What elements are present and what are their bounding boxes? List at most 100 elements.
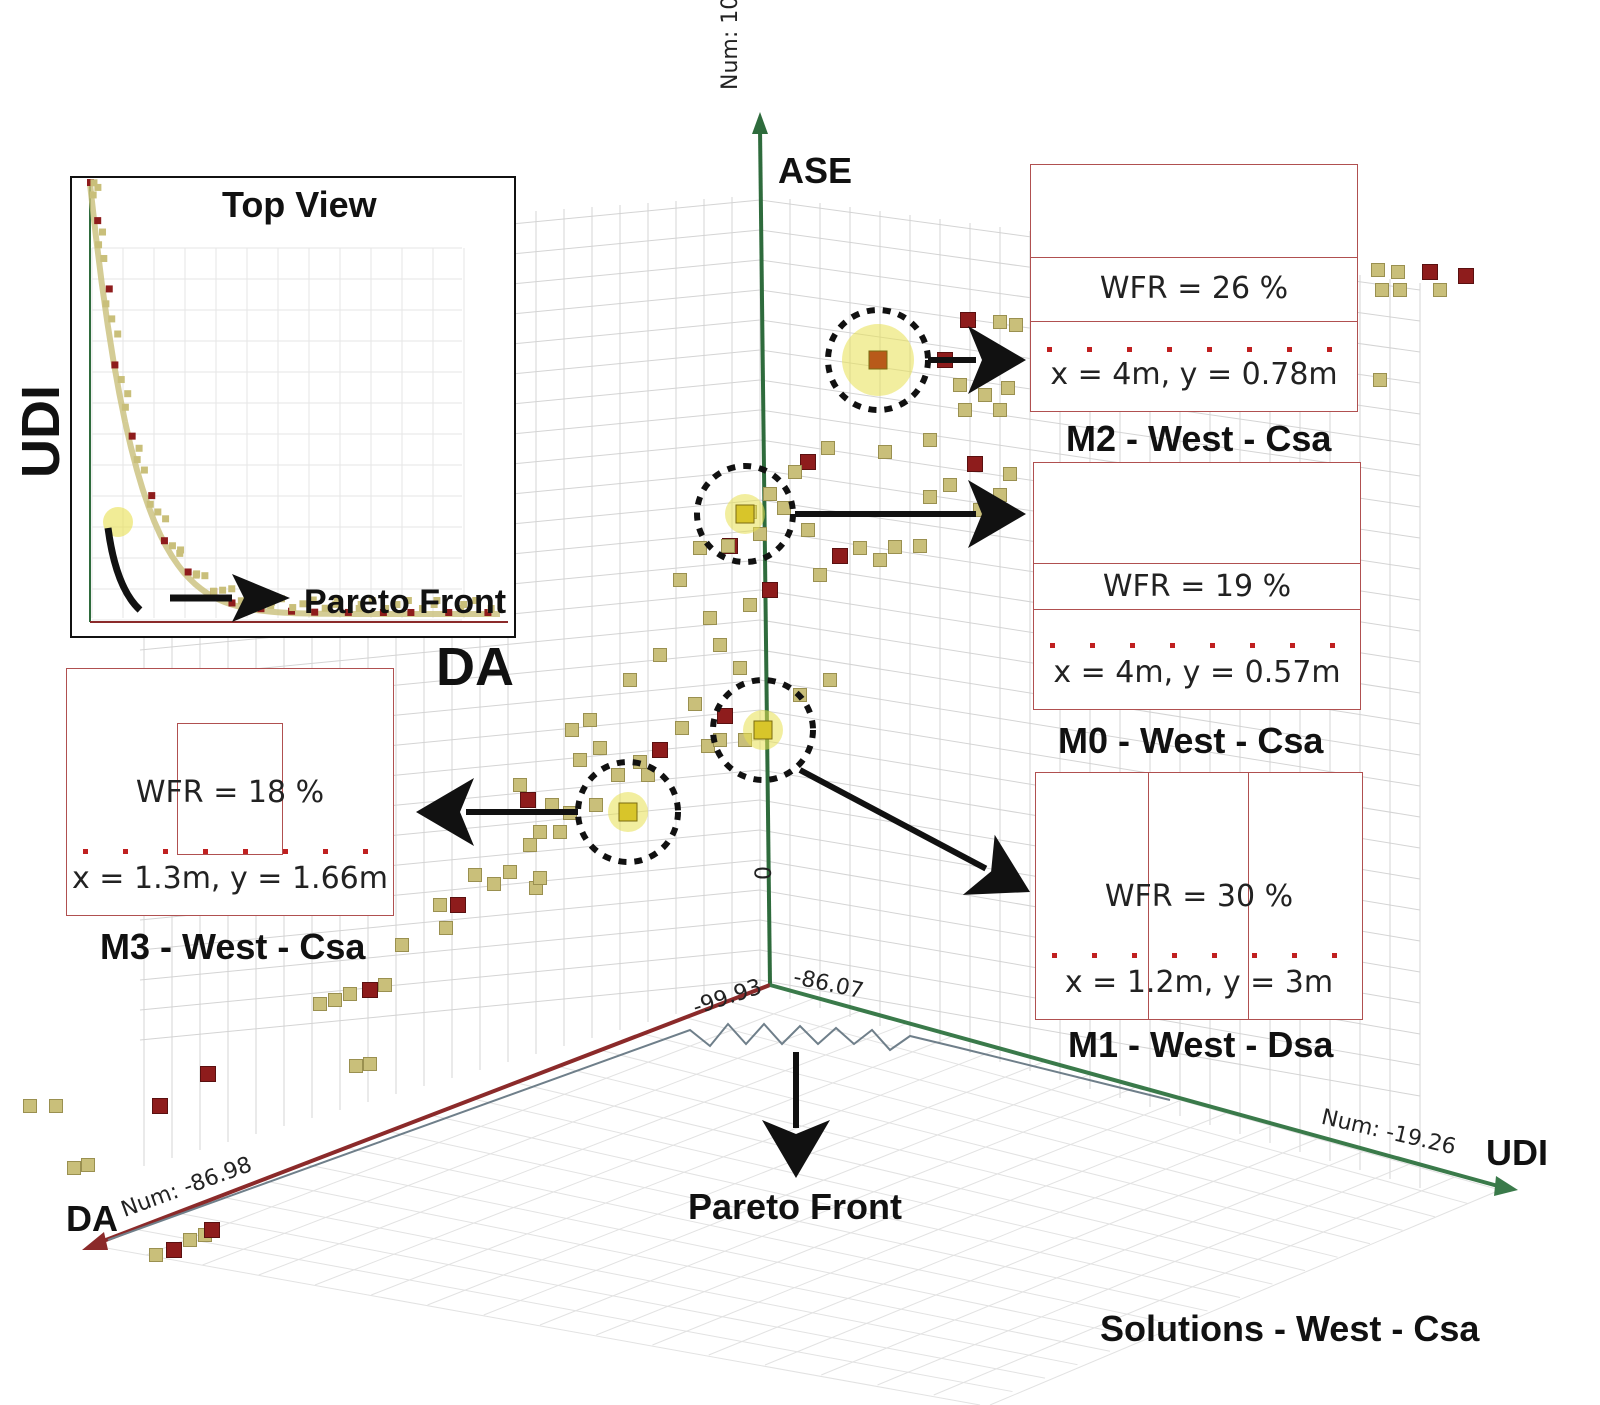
m0-arrow-head <box>968 480 1026 548</box>
inset-point <box>288 607 296 615</box>
m3-marks <box>77 849 383 855</box>
data-point <box>832 548 848 564</box>
m2-arrow-head <box>968 326 1026 394</box>
card-mark <box>323 849 328 854</box>
grid-line <box>139 979 761 1041</box>
data-point <box>853 541 867 555</box>
inset-point <box>154 508 162 516</box>
data-point <box>653 648 667 662</box>
inset-point <box>146 500 154 508</box>
data-point <box>800 454 816 470</box>
data-point <box>589 798 603 812</box>
card-mark <box>1092 953 1097 958</box>
inset-point <box>357 600 365 608</box>
inset-point <box>228 585 236 593</box>
card-mark <box>83 849 88 854</box>
inset-point <box>105 285 113 293</box>
grid-line <box>89 1244 981 1405</box>
data-point <box>583 713 597 727</box>
data-point <box>565 723 579 737</box>
inset-point <box>99 228 107 236</box>
grid-line <box>174 1212 1046 1379</box>
data-point <box>1391 265 1405 279</box>
grid-line <box>139 919 761 981</box>
grid-line <box>217 1195 1078 1366</box>
data-point <box>200 1066 216 1082</box>
data-point <box>763 487 777 501</box>
grid-line <box>429 1114 1241 1298</box>
grid-line <box>387 1130 1208 1312</box>
inset-point <box>102 300 110 308</box>
m1-point <box>753 720 773 740</box>
m3-arrow-head <box>416 778 474 846</box>
inset-point <box>168 542 176 550</box>
inset-point <box>228 599 236 607</box>
m1-dims: x = 1.2m, y = 3m <box>1064 965 1334 1000</box>
inset-point <box>355 604 363 612</box>
inset-point <box>219 586 227 594</box>
da-axis-line <box>97 983 771 1245</box>
data-point <box>993 403 1007 417</box>
data-point <box>888 540 902 554</box>
inset-point <box>311 608 319 616</box>
m1-arrow-head <box>962 834 1030 895</box>
inset-xlabel: DA <box>436 637 514 697</box>
m0-marks <box>1044 643 1350 649</box>
card-mark <box>1330 643 1335 648</box>
inset-point <box>135 444 143 452</box>
data-point <box>1003 467 1017 481</box>
inset-point <box>201 572 209 580</box>
data-point <box>652 742 668 758</box>
data-point <box>533 871 547 885</box>
inset-point <box>111 361 119 369</box>
data-point <box>717 708 733 724</box>
inset-ylabel: UDI <box>11 385 71 478</box>
m2-marks <box>1041 347 1347 353</box>
inset-point <box>289 604 297 612</box>
grid-line <box>132 1228 1013 1393</box>
da-axis-arrowhead <box>82 1232 108 1250</box>
grid-line <box>539 1087 1136 1326</box>
inset-pareto-label: Pareto Front <box>304 583 507 621</box>
udi-axis-label: UDI <box>1486 1132 1548 1173</box>
data-point <box>503 865 517 879</box>
card-mark <box>283 849 288 854</box>
card-mark <box>1132 953 1137 958</box>
grid-line <box>759 979 1421 1097</box>
data-point <box>523 838 537 852</box>
inset-point <box>334 596 342 604</box>
inset-point <box>192 571 200 579</box>
grid-line <box>764 1138 1318 1366</box>
pareto-front-label: Pareto Front <box>688 1186 903 1227</box>
data-point <box>813 568 827 582</box>
data-point <box>675 721 689 735</box>
grid-line <box>557 1065 1338 1258</box>
grid-line <box>708 1125 1273 1356</box>
m2-solution-card: WFR = 26 % x = 4m, y = 0.78m <box>1030 164 1358 412</box>
data-point <box>1433 283 1447 297</box>
data-point <box>788 465 802 479</box>
grid-line <box>821 1151 1364 1376</box>
data-point <box>23 1099 37 1113</box>
card-mark <box>1167 347 1172 352</box>
data-point <box>183 1233 197 1247</box>
m3-solution-card: WFR = 18 % x = 1.3m, y = 1.66m <box>66 668 394 916</box>
inset-point <box>445 609 453 616</box>
m3-point <box>618 802 638 822</box>
card-mark <box>123 849 128 854</box>
data-point <box>960 312 976 328</box>
grid-line <box>139 949 761 1011</box>
data-point <box>81 1158 95 1172</box>
card-mark <box>1210 643 1215 648</box>
m3-dotted-circle <box>575 759 681 865</box>
data-point <box>328 993 342 1007</box>
inset-point <box>344 608 352 616</box>
data-point <box>611 768 625 782</box>
grid-line <box>302 1163 1143 1339</box>
ase-axis-arrowhead <box>752 112 768 134</box>
data-point <box>439 921 453 935</box>
data-point <box>1001 381 1015 395</box>
data-point <box>593 741 607 755</box>
inset-point <box>94 183 102 191</box>
